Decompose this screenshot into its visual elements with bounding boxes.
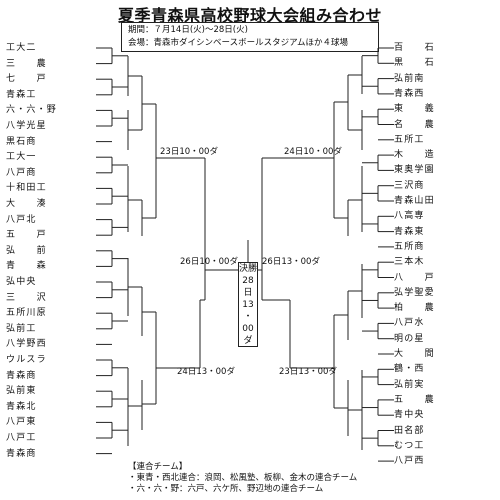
right-team-9: 東奥学園 [394,165,435,176]
left-team-27: 青森商 [6,448,37,459]
right-team-24: 五 農 [394,394,435,405]
joint-teams-note: 【連合チーム】 ・東青・西北連合：浪岡、松風塾、板柳、金木の連合チーム ・六・六… [128,462,498,498]
right-team-20: 明の星 [394,333,425,344]
note-line-1: ・東青・西北連合：浪岡、松風塾、板柳、金木の連合チーム [128,473,358,483]
left-team-7: 黒石商 [6,136,37,147]
left-team-16: 弘中央 [6,277,37,287]
left-team-8: 工大一 [6,152,37,163]
left-team-25: 八戸東 [6,417,37,428]
left-team-14: 弘 前 [6,245,47,256]
date-right-lower: 23日13・00ダ [279,367,337,377]
left-team-23: 弘前東 [6,386,37,397]
right-team-6: 名 農 [394,119,435,130]
right-team-26: 田名部 [394,425,425,436]
final-label: 決勝 [239,264,258,274]
right-team-16: 八 戸 [394,272,435,283]
left-team-10: 十和田工 [6,183,47,194]
left-team-20: 八学野西 [6,339,47,350]
left-team-24: 青森北 [6,401,37,412]
right-team-28: 八戸西 [394,456,425,467]
right-team-8: 木 造 [394,150,435,161]
schedule-info-box: 期間：７月14日(火)～28日(火) 会場：青森市ダイシンベースボールスタジアム… [121,22,379,52]
left-team-13: 五 戸 [6,230,47,241]
right-team-18: 柏 農 [394,303,435,314]
left-team-12: 八戸北 [6,214,37,225]
left-team-11: 大 湊 [6,199,47,209]
right-team-17: 弘学聖愛 [394,287,435,298]
left-team-4: 青森工 [6,89,37,100]
date-left-upper: 23日10・00ダ [160,147,218,157]
right-team-1: 百 石 [394,43,435,53]
right-team-13: 青森東 [394,226,425,237]
left-team-21: ウルスラ [6,355,47,365]
period-text: 期間：７月14日(火)～28日(火) [128,25,248,35]
right-team-14: 五所商 [394,241,425,252]
left-team-19: 弘前工 [6,323,37,334]
date-left-lower: 24日13・00ダ [177,367,235,377]
right-team-15: 三本木 [394,257,425,268]
venue-text: 会場：青森市ダイシンベースボールスタジアムほか４球場 [128,38,348,48]
note-heading: 【連合チーム】 [128,462,188,472]
right-team-2: 黒 石 [394,58,435,69]
right-team-22: 鶴・西 [394,364,425,375]
right-team-21: 大 間 [394,349,435,359]
left-team-17: 三 沢 [6,292,47,303]
right-team-27: むつ工 [394,440,425,451]
right-team-7: 五所工 [394,134,425,145]
date-right-upper: 24日10・00ダ [284,147,342,157]
right-team-10: 三沢商 [394,180,425,191]
right-team-25: 青中央 [394,410,425,421]
right-team-12: 八高専 [394,211,425,222]
date-left-mid: 26日10・00ダ [180,257,238,267]
left-team-1: 工大二 [6,43,37,53]
right-team-3: 弘前南 [394,73,425,84]
date-right-mid: 26日13・00ダ [262,257,320,267]
right-team-23: 弘前実 [394,379,425,390]
left-team-18: 五所川原 [6,308,47,319]
right-team-11: 青森山田 [394,196,435,206]
right-team-19: 八戸水 [394,318,425,329]
left-team-15: 青 森 [6,261,47,272]
left-team-3: 七 戸 [6,74,47,85]
note-line-2: ・六・六・野：六戸、六ケ所、野辺地の連合チーム [128,484,324,494]
left-team-5: 六・六・野 [6,105,58,116]
page-title: 夏季青森県高校野球大会組み合わせ [117,6,382,25]
left-team-6: 八学光星 [6,121,47,131]
left-team-22: 青森商 [6,370,37,381]
left-team-9: 八戸商 [6,167,37,178]
left-team-2: 三 農 [6,58,47,69]
left-team-26: 八戸工 [6,433,37,443]
right-team-4: 青森西 [394,88,425,99]
right-team-5: 東 義 [394,104,435,115]
